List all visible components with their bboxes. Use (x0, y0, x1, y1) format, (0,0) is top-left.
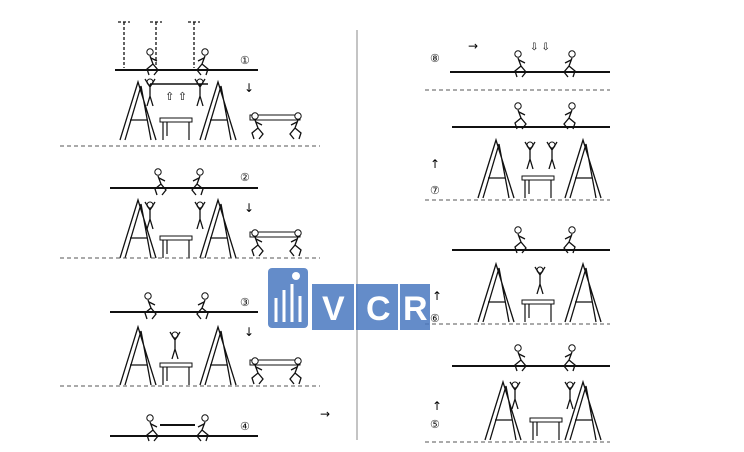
watermark-letter-r: R (403, 290, 428, 328)
step-7-label: ⑦ (430, 184, 440, 197)
step-5-label: ⑤ (430, 418, 440, 431)
step-1-bottom-scene: ⇧ ⇧ (60, 78, 320, 147)
watermark-letter-c: C (366, 290, 391, 328)
down-arrow-icon: ↓ (244, 201, 254, 215)
step-7-scene (425, 102, 610, 201)
svg-text:⇩ ⇩: ⇩ ⇩ (530, 42, 550, 53)
step-2-scene (60, 168, 320, 259)
step-2-label: ② (240, 171, 250, 184)
up-arrow-icon: ↑ (430, 157, 440, 171)
step-1-top-scene (115, 21, 258, 76)
down-arrow-icon: ↓ (244, 325, 254, 339)
step-1-circle-label: ① (240, 54, 250, 67)
down-arrow-icon: ↓ (244, 81, 254, 95)
step-8-label: ⑧ (430, 52, 440, 65)
step-8-scene: ⇩ ⇩ (425, 42, 610, 91)
step-3-label: ③ (240, 296, 250, 309)
watermark-letter-v: V (322, 290, 345, 328)
up-arrow-icon: ↑ (432, 399, 442, 413)
step-5-scene (425, 344, 610, 443)
step-4-scene (110, 414, 258, 442)
step-1-label: ① (240, 54, 250, 67)
up-arrow-icon: ↑ (432, 289, 442, 303)
right-arrow-icon: → (320, 407, 330, 421)
svg-text:⇧ ⇧: ⇧ ⇧ (165, 90, 187, 103)
step-6-scene (425, 226, 610, 325)
step-4-label: ④ (240, 420, 250, 433)
step-3-scene (60, 292, 320, 387)
right-arrow-icon: → (468, 39, 478, 53)
step-6-label: ⑥ (430, 312, 440, 325)
vcr-watermark-logo: V C R (268, 268, 430, 330)
